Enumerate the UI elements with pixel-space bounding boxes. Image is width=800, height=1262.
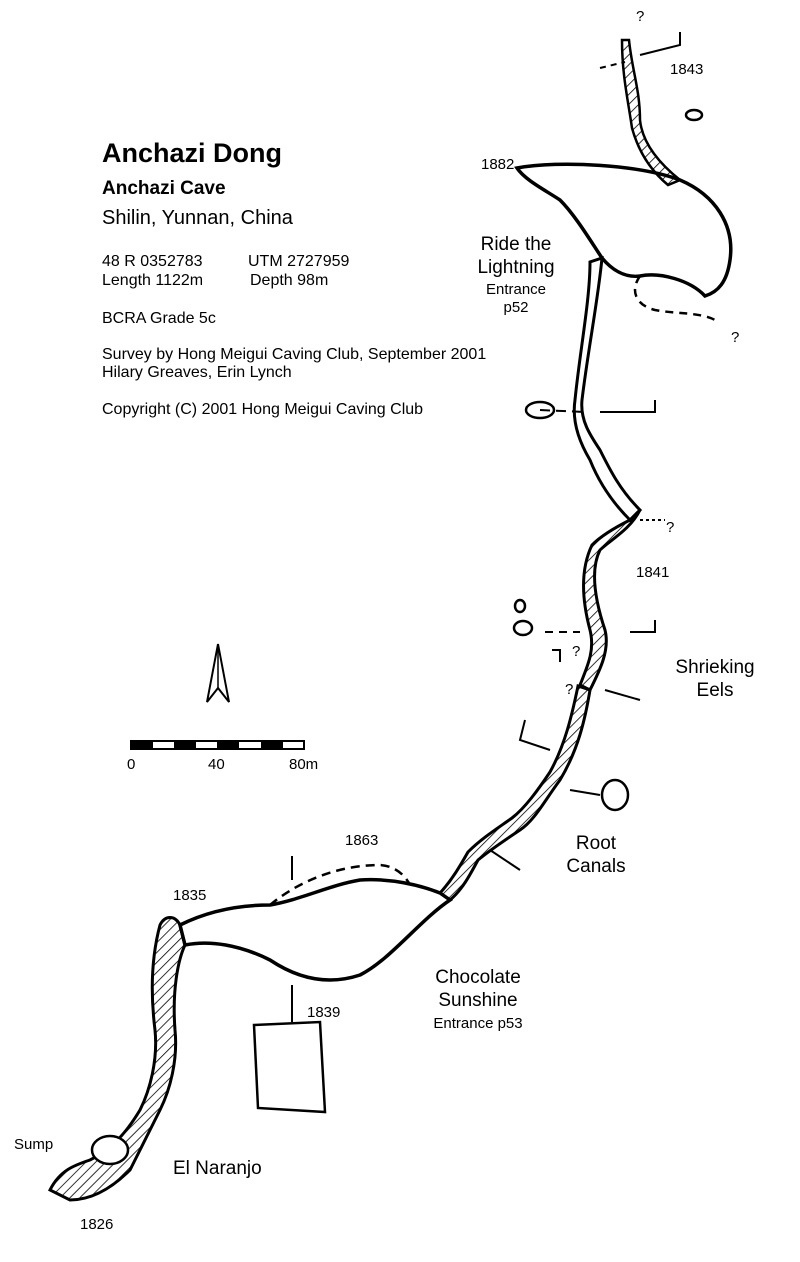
passage-chocolate-chamber: [177, 863, 454, 982]
passage-descent: [572, 255, 643, 693]
label-ride-the-lightning: Ride the Lightning: [470, 233, 562, 279]
label-chocolate-entrance: Entrance p53: [433, 1015, 523, 1032]
label-ride-sub1: Entrance: [485, 281, 547, 298]
label-root-line2: Canals: [566, 856, 626, 877]
label-shrieking-line2: Eels: [696, 680, 734, 701]
survey-surveyors: Hilary Greaves, Erin Lynch: [102, 364, 292, 381]
label-chocolate-line1: Chocolate: [435, 967, 521, 988]
unknown-mark-east: ?: [731, 329, 740, 346]
map-location: Shilin, Yunnan, China: [102, 207, 293, 229]
scale-label-max: 80m: [289, 756, 319, 773]
bcra-grade: BCRA Grade 5c: [102, 310, 216, 327]
label-ride-sub2: p52: [503, 299, 529, 316]
connector-lines: [291, 32, 681, 1022]
copyright-notice: Copyright (C) 2001 Hong Meigui Caving Cl…: [102, 401, 424, 418]
label-ride-line1: Ride the: [480, 234, 552, 255]
unknown-mark-north: ?: [636, 8, 645, 25]
label-shrieking-line1: Shrieking: [675, 657, 755, 678]
label-ride-line2: Lightning: [477, 257, 555, 278]
unknown-mark-eels-upper: ?: [572, 643, 581, 660]
coordinate-zone: 48 R 0352783: [102, 253, 203, 270]
survey-credit: Survey by Hong Meigui Caving Club, Septe…: [102, 346, 487, 363]
unknown-mark-1841: ?: [666, 519, 675, 536]
label-ride-entrance: Entrance p52: [470, 281, 562, 317]
unknown-mark-eels-lower: ?: [565, 681, 574, 698]
label-sump: Sump: [14, 1136, 54, 1153]
label-root-canals: Root Canals: [556, 832, 636, 878]
elevation-1882: 1882: [481, 156, 515, 173]
scale-label-mid: 40: [208, 756, 225, 773]
scale-label-zero: 0: [127, 756, 136, 773]
map-subtitle: Anchazi Cave: [102, 178, 226, 199]
label-el-naranjo: El Naranjo: [173, 1158, 262, 1179]
label-chocolate-sunshine: Chocolate Sunshine: [420, 966, 536, 1012]
scale-bar: [130, 740, 305, 750]
elevation-1835: 1835: [173, 887, 207, 904]
label-chocolate-line2: Sunshine: [438, 990, 518, 1011]
north-arrow-icon: [206, 643, 230, 703]
coordinate-utm: UTM 2727959: [248, 253, 350, 270]
label-root-line1: Root: [575, 833, 617, 854]
elevation-1826: 1826: [80, 1216, 114, 1233]
side-features: [252, 108, 704, 1114]
passage-north-shaft: [620, 38, 683, 187]
elevation-1841: 1841: [636, 564, 670, 581]
passage-west: [47, 916, 187, 1202]
label-shrieking-eels: Shrieking Eels: [665, 656, 765, 702]
elevation-1839: 1839: [307, 1004, 341, 1021]
elevation-1843: 1843: [670, 61, 704, 78]
map-title: Anchazi Dong: [102, 138, 282, 168]
cave-length: Length 1122m: [102, 272, 204, 289]
elevation-1863: 1863: [345, 832, 379, 849]
cave-depth: Depth 98m: [250, 272, 329, 289]
